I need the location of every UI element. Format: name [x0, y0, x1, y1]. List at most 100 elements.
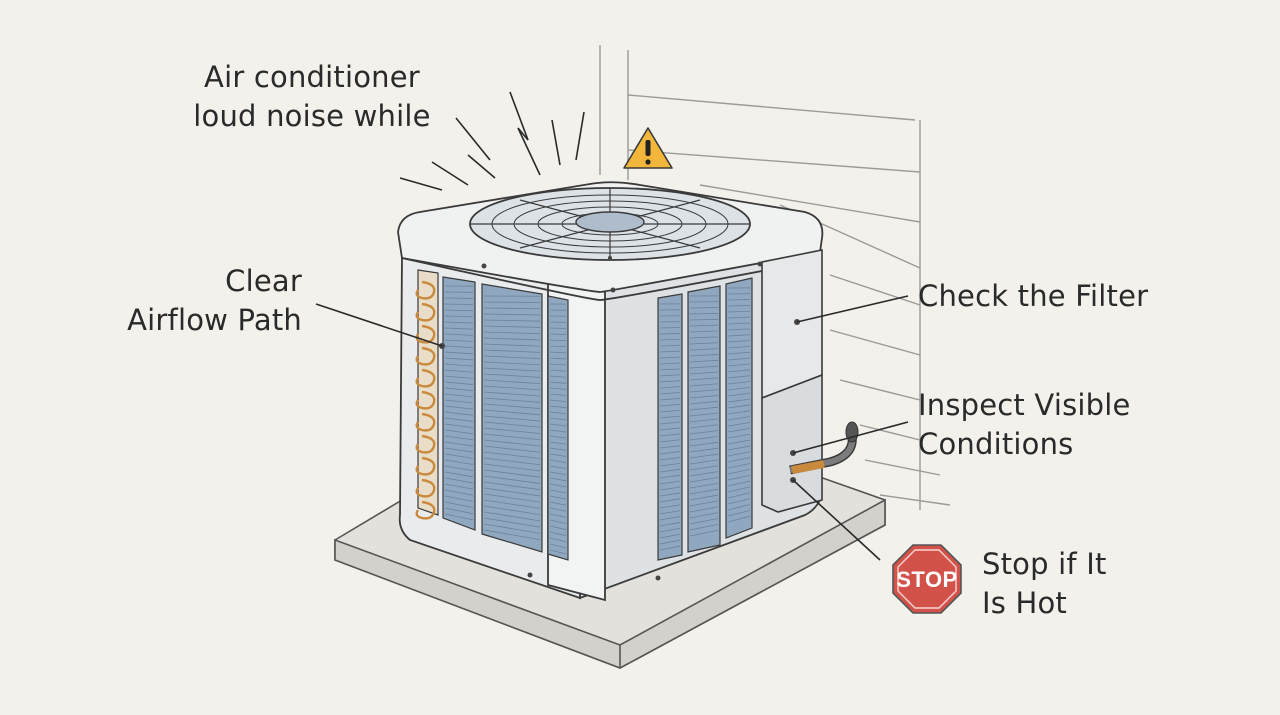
copper-coil-loop [415, 434, 436, 454]
grille-slat [483, 463, 541, 472]
grille-slat [444, 411, 474, 416]
callout-stop: Stop if It Is Hot [982, 545, 1107, 623]
copper-coil-loop [415, 412, 436, 432]
grille-slat [727, 363, 751, 367]
grille-slat [549, 441, 567, 445]
grille-slat [659, 480, 681, 485]
grille-slat [444, 381, 474, 385]
grille-slat [483, 349, 541, 353]
grille-slat [659, 421, 681, 425]
grille-slat [689, 518, 719, 525]
grille-slat [689, 348, 719, 351]
grille-slat [727, 340, 751, 343]
grille-slat [444, 369, 474, 373]
grille-slat [444, 441, 474, 447]
grille-slat [727, 468, 751, 475]
grille-slat [549, 333, 567, 335]
grille-slat [659, 415, 681, 419]
grille-slat [727, 463, 751, 469]
grille-slat [549, 531, 567, 537]
grille-slat [483, 331, 541, 335]
grille-slat [727, 509, 751, 517]
panel-screws [439, 256, 800, 581]
grille-slat [549, 483, 567, 488]
grille-slat [444, 399, 474, 404]
grille-slat [549, 351, 567, 354]
grille-slat [727, 504, 751, 511]
grille-slat [549, 405, 567, 409]
grille-slat [689, 324, 719, 327]
grille-slat [483, 403, 541, 409]
grille-slat [483, 499, 541, 509]
grille-slat [689, 377, 719, 381]
grille-slat [727, 346, 751, 349]
grille-slat [444, 363, 474, 367]
grille-slat [444, 513, 474, 521]
grille-slat [549, 435, 567, 439]
warning-triangle-icon [623, 127, 673, 169]
grille-slat [444, 507, 474, 515]
grille-slat [659, 527, 681, 533]
callout-inspect: Inspect Visible Conditions [918, 386, 1131, 464]
grille-slat [444, 423, 474, 428]
grille-slat [727, 404, 751, 409]
grille-slat [659, 439, 681, 443]
grille-slat [689, 359, 719, 363]
grille-slat [689, 389, 719, 393]
grille-slat [549, 399, 567, 402]
grille-slat [659, 374, 681, 377]
grille-slat [549, 549, 567, 555]
left-grille-slats [444, 285, 567, 555]
diagram-title: Air conditioner loud noise while [192, 58, 432, 136]
grille-slat [483, 457, 541, 466]
grille-slat [659, 433, 681, 437]
grille-slat [549, 543, 567, 549]
grille-slat [444, 303, 474, 305]
grille-slat [659, 510, 681, 515]
grille-slat [689, 342, 719, 345]
grille-slat [549, 489, 567, 494]
copper-coil-loop [415, 478, 436, 498]
stop-sign-icon: STOP [892, 544, 962, 614]
grille-slat [483, 469, 541, 478]
grille-slat [659, 486, 681, 491]
grille-slat [727, 305, 751, 307]
grille-slat [549, 375, 567, 378]
grille-slat [659, 362, 681, 365]
grille-slat [659, 468, 681, 473]
copper-coil-loop [415, 500, 436, 520]
grille-slat [483, 397, 541, 403]
grille-slat [689, 318, 719, 321]
grille-slat [727, 310, 751, 313]
grille-slat [483, 343, 541, 347]
grille-slat [727, 328, 751, 331]
grille-slat [689, 383, 719, 387]
grille-slat [444, 477, 474, 484]
grille-slat [483, 337, 541, 341]
coil-tubing [415, 269, 439, 520]
callout-airflow: Clear Airflow Path [120, 262, 302, 340]
grille-slat [549, 387, 567, 390]
copper-coil-loop [415, 368, 436, 388]
grille-slat [727, 410, 751, 415]
grille-slat [689, 465, 719, 471]
callout-airflow-line-2: Airflow Path [127, 303, 302, 337]
grille-slat [727, 427, 751, 433]
grille-slat [659, 516, 681, 521]
grille-slat [659, 392, 681, 395]
grille-slat [444, 465, 474, 472]
grille-slat [483, 415, 541, 422]
grille-slat [483, 427, 541, 434]
grille-slat [483, 517, 541, 528]
grille-slat [727, 386, 751, 391]
grille-slat [689, 412, 719, 417]
grille-slat [444, 489, 474, 496]
grille-slat [444, 351, 474, 355]
grille-slat [444, 471, 474, 478]
grille-slat [659, 492, 681, 497]
grille-slat [689, 354, 719, 357]
grille-slat [727, 357, 751, 361]
title-line-2: loud noise while [193, 99, 431, 133]
grille-slat [483, 529, 541, 540]
grille-slat [549, 507, 567, 512]
